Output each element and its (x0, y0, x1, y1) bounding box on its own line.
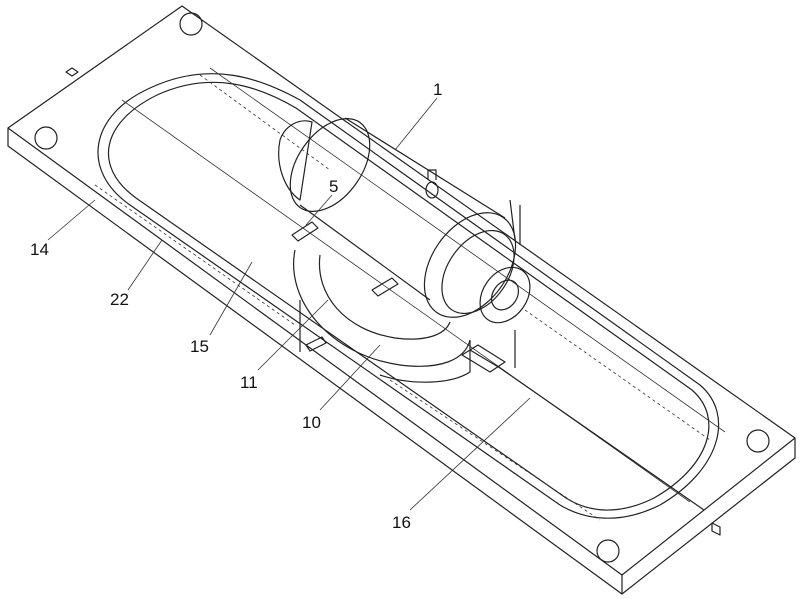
fittings (291, 199, 705, 511)
label-10: 10 (302, 413, 321, 432)
leader-lines (47, 97, 531, 511)
label-11: 11 (240, 373, 258, 392)
label-22: 22 (110, 290, 129, 309)
cylinder-body (278, 117, 531, 324)
label-15: 15 (190, 337, 209, 356)
label-1: 1 (433, 80, 442, 99)
base-plate (7, 5, 796, 595)
label-14: 14 (30, 240, 49, 259)
label-5: 5 (329, 177, 338, 196)
arc-guide (293, 249, 471, 383)
oval-track (94, 67, 726, 521)
label-16: 16 (392, 513, 411, 532)
